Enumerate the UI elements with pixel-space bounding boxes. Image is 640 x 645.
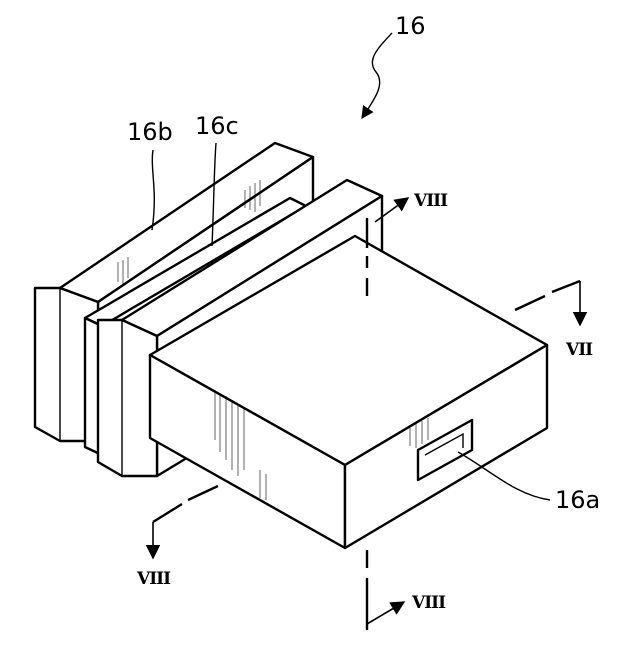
section-mark-top-right: VIII [413, 191, 448, 211]
section-line-vii [515, 281, 580, 325]
section-mark-bottom-center: VIII [411, 593, 446, 613]
label-16: 16 [395, 12, 426, 40]
section-mark-right: VII [565, 340, 593, 360]
section-line-viii-diagonal [153, 486, 218, 558]
label-16c: 16c [195, 112, 239, 140]
label-16b: 16b [127, 118, 173, 146]
label-16a: 16a [555, 486, 600, 514]
section-mark-bottom-left: VIII [136, 569, 171, 589]
